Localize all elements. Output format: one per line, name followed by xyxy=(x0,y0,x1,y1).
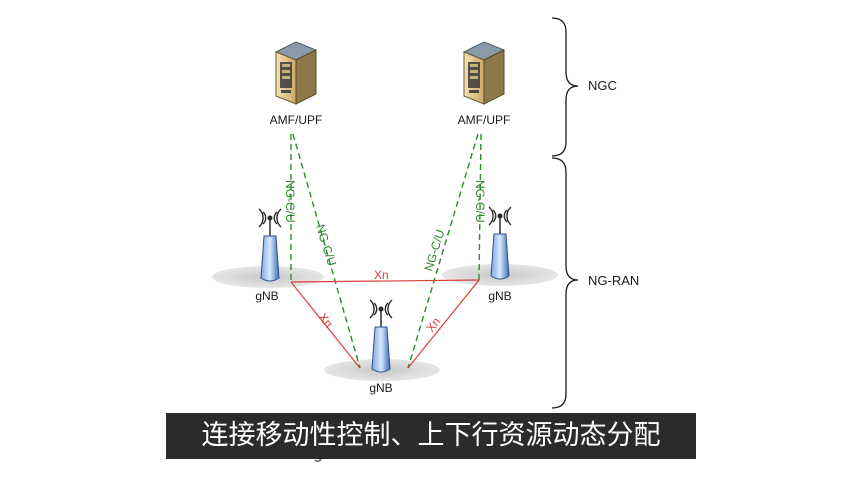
ng-link-right-vertical xyxy=(478,133,482,281)
xn-label-right: Xn xyxy=(423,315,443,335)
gnb-bottom-label: gNB xyxy=(369,381,392,395)
antenna-icon xyxy=(488,206,512,280)
xn-link-left xyxy=(290,281,361,369)
server-icon xyxy=(462,41,506,105)
xn-link-top xyxy=(290,279,480,283)
xn-label-left: Xn xyxy=(316,310,336,330)
ng-link-left-diagonal xyxy=(292,133,361,369)
antenna-icon xyxy=(258,208,282,282)
ng-label-right-vertical: NG-C/U xyxy=(473,180,487,223)
ng-label-left-diagonal: NG-C/U xyxy=(313,223,339,268)
ng-ran-brace xyxy=(551,157,579,409)
gnb-left-label: gNB xyxy=(255,289,278,303)
ng-links xyxy=(290,133,482,369)
ng-label-left-vertical: NG-C/U xyxy=(283,180,297,223)
gnb-right-label: gNB xyxy=(488,289,511,303)
ng-ran-label: NG-RAN xyxy=(588,273,639,288)
xn-label-top: Xn xyxy=(374,268,389,282)
server-icon xyxy=(274,41,318,105)
antenna-icon xyxy=(369,299,393,373)
ngc-label: NGC xyxy=(588,78,617,93)
xn-links xyxy=(290,279,480,369)
amf-upf-left-label: AMF/UPF xyxy=(270,113,323,127)
video-subtitle: 连接移动性控制、上下行资源动态分配 xyxy=(166,413,696,459)
ng-link-right-diagonal xyxy=(407,133,479,369)
xn-link-right xyxy=(407,279,480,369)
amf-upf-right-label: AMF/UPF xyxy=(458,113,511,127)
ngc-brace xyxy=(551,17,579,157)
